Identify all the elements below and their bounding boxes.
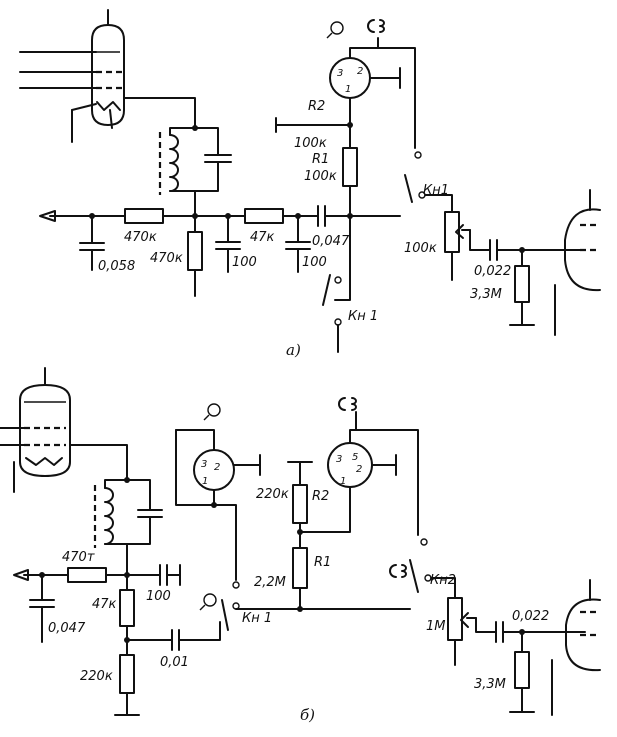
label-r2: R2 [308,99,325,114]
label-r-33m: 3,3М [470,287,502,302]
label-r-33m-b: 3,3М [474,677,506,692]
tuned-circuit-a [158,125,232,217]
label-r1: R1 [312,152,329,167]
label-r2-b: R2 [312,489,329,504]
label-r-47k: 47к [250,230,275,245]
label-r2-value: 100к [294,136,327,151]
label-c-001: 0,01 [160,655,189,670]
shunts-a [79,215,311,297]
label-c-0058: 0,058 [98,259,135,274]
tube-a-left [19,9,196,143]
din-socket-a [275,19,401,353]
label-pot-100k: 100к [404,241,437,256]
tuned-circuit-b [93,477,163,576]
pin-label-b-left-1: 1 [202,476,208,487]
label-c-100-a2: 100 [302,255,327,270]
switch-pot-a [349,47,586,326]
label-r-47k-b: 47к [92,597,117,612]
label-r1-b-value: 2,2М [254,575,286,590]
label-switch-kn2-b: Кн2 [430,573,456,588]
label-r2-b-value: 220к [256,487,289,502]
label-r-470k-series: 470к [124,230,157,245]
label-c-0047: 0,047 [312,234,350,249]
label-r-470k-shunt: 470к [150,251,183,266]
label-c-0022: 0,022 [474,264,511,279]
pin-label-a-1: 1 [345,84,351,95]
label-r1-b: R1 [314,555,331,570]
label-r-470t: 470т [62,550,95,565]
bus-a [39,205,353,227]
label-r1-value: 100к [304,169,337,184]
label-c-0022-b: 0,022 [512,609,549,624]
tube-a-right [554,189,601,336]
pin-label-b-right-2: 2 [356,464,362,475]
caption-b: б) [300,706,315,724]
label-c-0047-b: 0,047 [48,621,86,636]
pin-label-b-left-2: 2 [214,462,220,473]
label-c-100-b: 100 [146,589,171,604]
label-r-220k-bottom: 220к [80,669,113,684]
pin-label-b-right-3: 3 [336,454,342,465]
label-switch-kn1-top: Кн1 [423,183,449,198]
label-pot-1m: 1М [426,619,446,634]
bus-b [13,564,221,716]
pin-label-a-2: 2 [357,66,363,77]
diagram-b [0,367,601,716]
label-switch-kn1-b: Кн 1 [242,611,272,626]
din-socket-b-left [175,403,301,631]
tube-b-right [551,579,601,716]
switch-pot-b [389,538,586,713]
pin-label-a-3: 3 [337,68,343,79]
pin-label-b-left-3: 3 [201,459,207,470]
tube-b-left [0,367,128,493]
diagram-a [19,9,601,353]
din-socket-b-right [287,397,419,612]
pin-label-b-right-1: 1 [340,476,346,487]
label-switch-kn1-bottom: Кн 1 [348,309,378,324]
label-c-100-a1: 100 [232,255,257,270]
caption-a: а) [286,341,301,359]
pin-label-b-right-5: 5 [352,452,358,463]
